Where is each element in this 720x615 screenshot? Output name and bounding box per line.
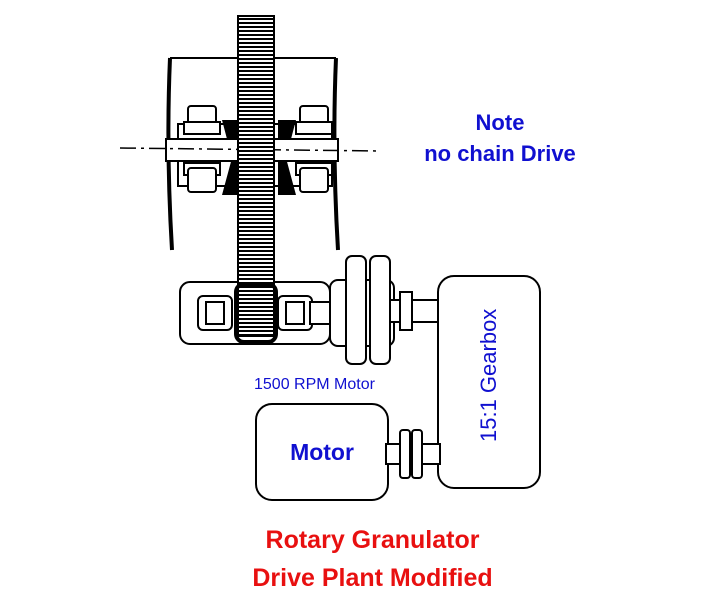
bolt-icon <box>183 105 221 135</box>
bolt-icon <box>295 162 333 193</box>
motor-label: Motor <box>290 439 354 465</box>
motor-rpm-label: 1500 RPM Motor <box>254 376 375 393</box>
bolt-icon <box>183 162 221 193</box>
caption-line-2: Drive Plant Modified <box>252 564 493 592</box>
note-text: no chain Drive <box>424 141 576 166</box>
bolt-icon <box>295 105 333 135</box>
gearbox-input-shaft <box>389 291 441 331</box>
bolt-group <box>183 105 333 193</box>
note-title: Note <box>475 110 525 135</box>
flexible-coupling <box>329 255 395 365</box>
gearbox-body <box>437 275 541 489</box>
caption-line-1: Rotary Granulator <box>265 526 480 554</box>
gearbox-label: 15:1 Gearbox <box>476 308 501 442</box>
motor-coupling <box>385 429 441 479</box>
worm-screw <box>234 15 278 344</box>
